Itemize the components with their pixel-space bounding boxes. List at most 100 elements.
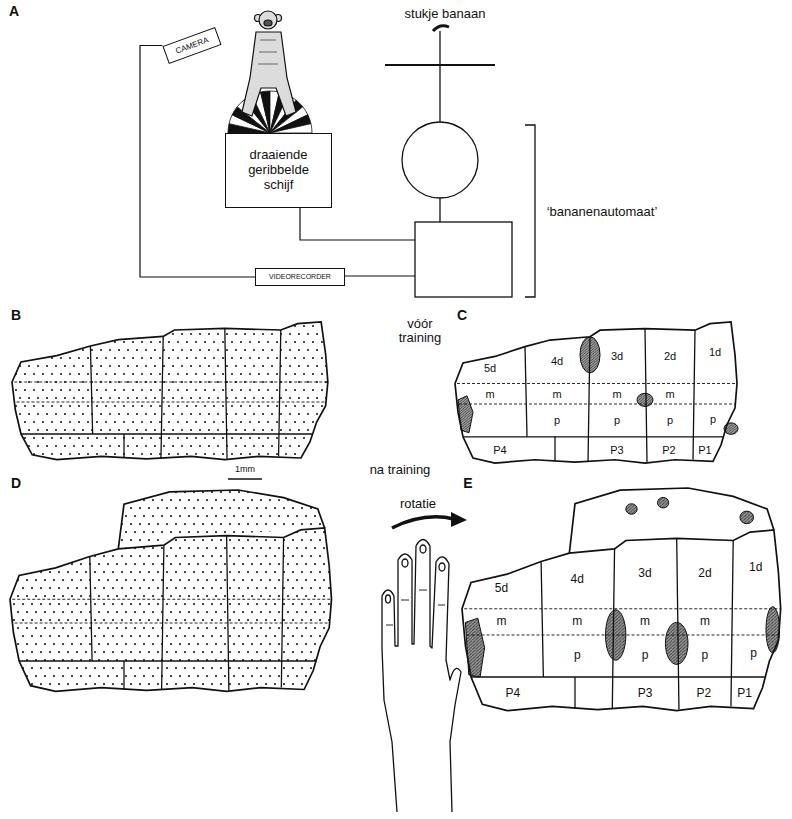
recording-site bbox=[98, 611, 100, 613]
recording-site bbox=[76, 635, 78, 637]
recording-site bbox=[202, 667, 204, 669]
recording-site bbox=[44, 515, 46, 517]
signal-wires bbox=[300, 208, 415, 276]
recording-site bbox=[224, 675, 226, 677]
recording-site bbox=[215, 499, 217, 501]
recording-site bbox=[103, 651, 105, 653]
recording-site bbox=[134, 643, 136, 645]
recording-site bbox=[159, 405, 161, 407]
recording-site bbox=[98, 547, 100, 549]
recording-site bbox=[134, 611, 136, 613]
recording-site bbox=[136, 429, 138, 431]
recording-site bbox=[305, 531, 307, 533]
recording-site bbox=[85, 491, 87, 493]
recording-site bbox=[123, 341, 125, 343]
recording-site bbox=[80, 531, 82, 533]
digit-zone-label: 4d bbox=[550, 355, 564, 367]
map-borders bbox=[455, 322, 738, 463]
recording-site bbox=[260, 499, 262, 501]
recording-site bbox=[28, 397, 30, 399]
recording-site bbox=[127, 445, 129, 447]
recording-site bbox=[301, 683, 303, 685]
recording-site bbox=[301, 635, 303, 637]
zone-border bbox=[90, 557, 92, 662]
recording-site bbox=[253, 333, 255, 335]
map-borders bbox=[12, 322, 328, 460]
recording-site bbox=[296, 643, 298, 645]
recording-site bbox=[19, 445, 21, 447]
recording-site bbox=[132, 341, 134, 343]
recording-site bbox=[154, 413, 156, 415]
recording-site bbox=[31, 539, 33, 541]
zone-border bbox=[693, 330, 695, 460]
recording-site bbox=[87, 325, 89, 327]
recording-site bbox=[301, 523, 303, 525]
recording-site bbox=[235, 413, 237, 415]
recording-site bbox=[42, 341, 44, 343]
recording-site bbox=[118, 365, 120, 367]
recording-site bbox=[141, 421, 143, 423]
recording-site bbox=[53, 627, 55, 629]
recording-site bbox=[303, 405, 305, 407]
recording-site bbox=[85, 651, 87, 653]
recording-site bbox=[240, 341, 242, 343]
recording-site bbox=[193, 619, 195, 621]
recording-site bbox=[195, 389, 197, 391]
recording-site bbox=[109, 445, 111, 447]
scale-label: 1mm bbox=[235, 465, 255, 475]
recording-site bbox=[199, 365, 201, 367]
recording-site bbox=[310, 555, 312, 557]
recording-site bbox=[116, 531, 118, 533]
recording-site bbox=[80, 563, 82, 565]
recording-site bbox=[163, 397, 165, 399]
recording-site bbox=[202, 555, 204, 557]
recording-site bbox=[24, 453, 26, 455]
recording-site bbox=[139, 667, 141, 669]
recording-site bbox=[274, 651, 276, 653]
recording-site bbox=[51, 405, 53, 407]
recording-site bbox=[217, 445, 219, 447]
cortex-map bbox=[10, 490, 331, 691]
recording-site bbox=[312, 373, 314, 375]
food-label: stukje banaan bbox=[405, 7, 486, 21]
recording-site bbox=[78, 325, 80, 327]
recording-site bbox=[121, 683, 123, 685]
recording-site bbox=[85, 539, 87, 541]
recording-site bbox=[150, 357, 152, 359]
banana-piece bbox=[433, 26, 449, 31]
recording-site bbox=[69, 357, 71, 359]
recording-site bbox=[31, 587, 33, 589]
monkey-figure bbox=[242, 11, 296, 116]
recording-site bbox=[251, 595, 253, 597]
recording-site bbox=[13, 491, 15, 493]
recording-site bbox=[121, 635, 123, 637]
recording-site bbox=[226, 333, 228, 335]
recording-site bbox=[184, 539, 186, 541]
fingertip-mark bbox=[386, 595, 391, 603]
recording-site bbox=[321, 389, 323, 391]
recording-site bbox=[44, 547, 46, 549]
recording-site bbox=[154, 397, 156, 399]
recording-site bbox=[325, 333, 327, 335]
disk-rib bbox=[270, 124, 312, 133]
fingertip-mark bbox=[420, 545, 426, 553]
recording-site bbox=[53, 547, 55, 549]
recording-site bbox=[249, 421, 251, 423]
dispenser-post bbox=[439, 198, 440, 222]
recording-site bbox=[116, 595, 118, 597]
recording-site bbox=[233, 563, 235, 565]
recording-site bbox=[22, 523, 24, 525]
recording-site bbox=[107, 611, 109, 613]
recording-site bbox=[121, 667, 123, 669]
recording-site bbox=[116, 499, 118, 501]
recording-site bbox=[94, 603, 96, 605]
recording-site bbox=[71, 595, 73, 597]
recording-site bbox=[247, 667, 249, 669]
recording-site bbox=[28, 333, 30, 335]
recording-site bbox=[289, 365, 291, 367]
zone-border bbox=[162, 545, 164, 689]
recording-site bbox=[188, 611, 190, 613]
recording-site bbox=[247, 619, 249, 621]
recording-site bbox=[125, 595, 127, 597]
recording-site bbox=[116, 675, 118, 677]
